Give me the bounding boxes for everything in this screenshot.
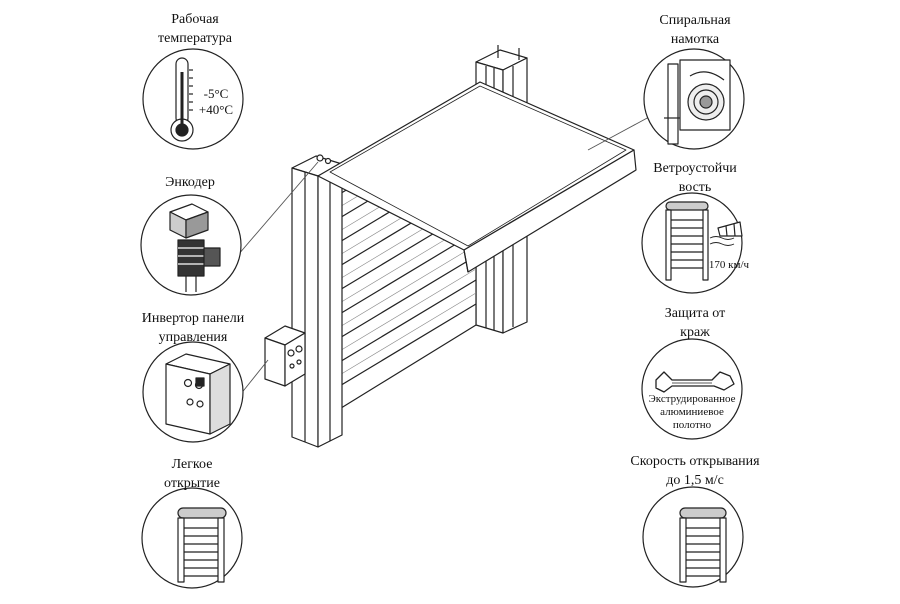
easy-open-title: Легкое открытие (140, 455, 244, 493)
motor-encoder-icon (169, 203, 221, 292)
theft-desc-line2: алюминиевое (660, 406, 724, 418)
spiral-title-line1: Спиральная (659, 13, 731, 28)
spiral-circle (643, 48, 745, 150)
spiral-roll-icon (664, 59, 731, 145)
inverter-circle (142, 341, 244, 443)
temperature-min: -5°C (203, 86, 229, 101)
wind-title: Ветроустойчи вость (630, 159, 760, 197)
temperature-title-line1: Рабочая (171, 12, 219, 27)
speed-title-line1: Скорость открывания (630, 454, 760, 469)
rolling-door-icon (679, 507, 727, 583)
inverter-title-line1: Инвертор панели (141, 311, 245, 326)
speed-title-line2: до 1,5 м/с (666, 473, 724, 488)
wind-title-line2: вость (678, 180, 712, 195)
wind-title-line1: Ветроустойчи (653, 161, 737, 176)
control-cabinet-icon (165, 353, 231, 435)
encoder-circle (140, 194, 242, 296)
theft-title: Защита от краж (630, 304, 760, 342)
theft-desc-line1: Экструдированное (648, 393, 736, 405)
theft-description: Экструдированное алюминиевое полотно (644, 393, 740, 432)
temperature-circle (142, 48, 244, 150)
thermometer-icon (170, 57, 194, 142)
windsock-icon (709, 221, 743, 246)
easy-open-title-line1: Легкое (171, 457, 213, 472)
roll-cassette (317, 81, 637, 273)
inverter-title-line2: управления (158, 330, 228, 345)
speed-title: Скорость открывания до 1,5 м/с (610, 452, 780, 490)
wind-speed-value: 170 км/ч (708, 259, 750, 271)
theft-desc-line3: полотно (672, 419, 712, 431)
inverter-title: Инвертор панели управления (120, 309, 266, 347)
temperature-title-line2: температура (158, 31, 232, 46)
encoder-title: Энкодер (165, 175, 215, 190)
temperature-max: +40°C (198, 102, 234, 117)
wind-circle (641, 192, 743, 294)
aluminium-profile-icon (655, 371, 735, 393)
speed-circle (642, 486, 744, 588)
wind-door-icon (665, 201, 709, 281)
temperature-title: Рабочая температура (130, 10, 260, 48)
temperature-range: -5°C +40°C (196, 86, 236, 118)
easy-open-circle (141, 487, 243, 589)
rolling-door-icon (177, 507, 227, 583)
spiral-title-line2: намотка (670, 32, 720, 47)
theft-title-line1: Защита от (664, 306, 726, 321)
theft-title-line2: краж (680, 325, 710, 340)
control-box (264, 325, 306, 387)
easy-open-title-line2: открытие (164, 476, 220, 491)
theft-circle (641, 338, 743, 440)
front-post (291, 154, 343, 448)
gate-illustration (237, 45, 663, 448)
spiral-title: Спиральная намотка (630, 11, 760, 49)
